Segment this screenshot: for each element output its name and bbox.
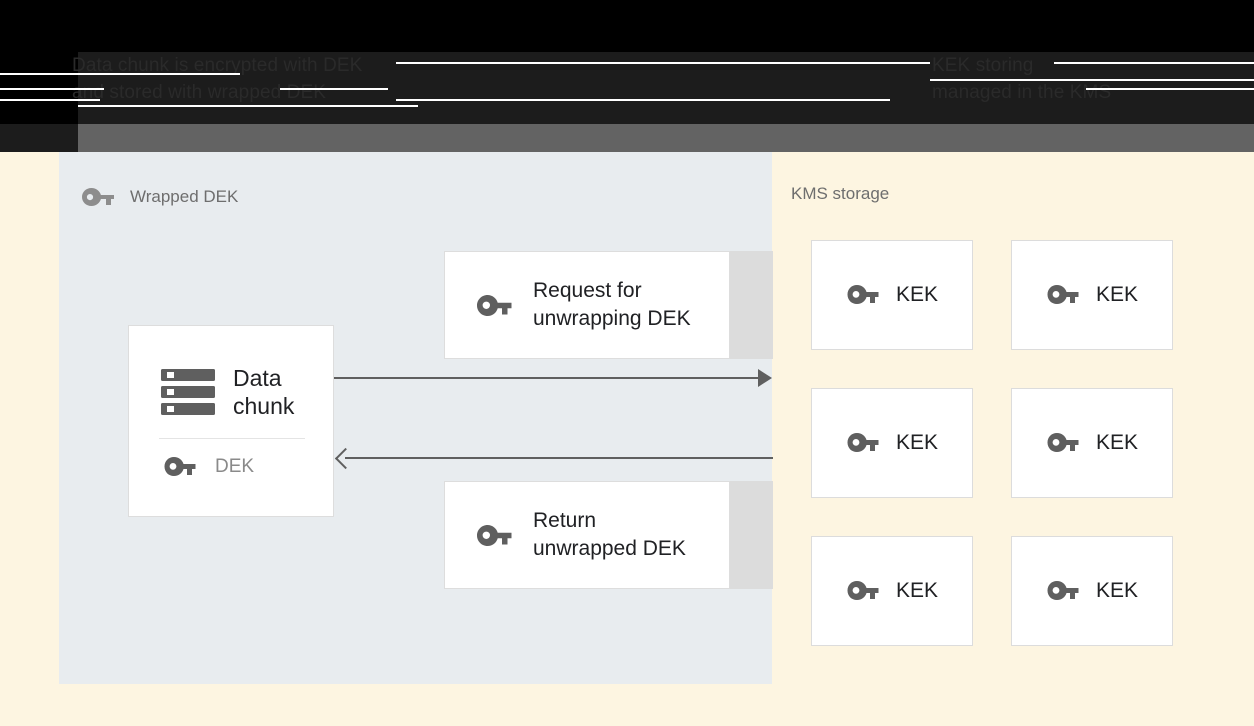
key-icon bbox=[79, 184, 116, 210]
scanline-artifact bbox=[78, 99, 100, 101]
storage-icon bbox=[161, 367, 215, 417]
scanline-artifact bbox=[396, 62, 930, 64]
key-icon bbox=[846, 431, 880, 455]
request-arrow-head bbox=[758, 369, 772, 387]
banner-right-caption: KEK storing managed in the KMS bbox=[932, 55, 1112, 103]
data-chunk-header: Data chunk bbox=[129, 364, 333, 420]
top-black-bar bbox=[0, 0, 1254, 52]
scanline-artifact bbox=[1054, 62, 1254, 64]
key-icon bbox=[846, 283, 880, 307]
request-card-edge bbox=[730, 251, 773, 359]
kek-box[interactable]: KEK bbox=[811, 536, 973, 646]
key-icon bbox=[475, 522, 513, 549]
scanline-artifact bbox=[930, 79, 1254, 81]
scanline-artifact bbox=[0, 88, 104, 90]
wrapped-dek-panel-title: Wrapped DEK bbox=[79, 184, 238, 210]
kek-box[interactable]: KEK bbox=[811, 388, 973, 498]
kek-label: KEK bbox=[895, 579, 939, 602]
kek-label: KEK bbox=[895, 431, 939, 454]
kek-label: KEK bbox=[1095, 431, 1139, 454]
scanline-artifact bbox=[1086, 88, 1254, 90]
return-message-card[interactable]: Return unwrapped DEK bbox=[444, 481, 730, 589]
scanline-artifact bbox=[78, 105, 418, 107]
key-icon bbox=[1046, 283, 1080, 307]
data-chunk-label: Data chunk bbox=[233, 364, 295, 419]
key-icon bbox=[163, 455, 197, 479]
request-message-label: Request for unwrapping DEK bbox=[533, 279, 691, 330]
kek-box[interactable]: KEK bbox=[1011, 240, 1173, 350]
kek-label: KEK bbox=[1095, 283, 1139, 306]
grey-band bbox=[0, 124, 1254, 152]
kek-label: KEK bbox=[1095, 579, 1139, 602]
diagram-canvas: Wrapped DEK KMS storage Data chunk bbox=[0, 152, 1254, 726]
kms-storage-panel-title: KMS storage bbox=[791, 184, 889, 204]
key-icon bbox=[475, 292, 513, 319]
grey-band-notch bbox=[0, 124, 78, 152]
scanline-artifact bbox=[396, 99, 890, 101]
key-icon bbox=[1046, 431, 1080, 455]
kek-label: KEK bbox=[895, 283, 939, 306]
panel-title-label: KMS storage bbox=[791, 184, 890, 203]
kek-box[interactable]: KEK bbox=[1011, 536, 1173, 646]
return-arrow-line bbox=[345, 457, 773, 459]
banner-left-caption: Data chunk is encrypted with DEK and sto… bbox=[72, 55, 363, 103]
panel-title-label: Wrapped DEK bbox=[130, 187, 239, 206]
scanline-artifact bbox=[0, 99, 82, 101]
kek-box[interactable]: KEK bbox=[811, 240, 973, 350]
request-arrow-line bbox=[334, 377, 766, 379]
request-message-card[interactable]: Request for unwrapping DEK bbox=[444, 251, 730, 359]
data-chunk-card[interactable]: Data chunk DEK bbox=[128, 325, 334, 517]
dek-label: DEK bbox=[215, 455, 255, 477]
key-icon bbox=[846, 579, 880, 603]
key-icon bbox=[1046, 579, 1080, 603]
dek-row: DEK bbox=[129, 455, 333, 479]
scanline-artifact bbox=[280, 88, 388, 90]
kek-box[interactable]: KEK bbox=[1011, 388, 1173, 498]
return-message-label: Return unwrapped DEK bbox=[533, 509, 686, 560]
scanline-artifact bbox=[0, 73, 240, 75]
card-divider bbox=[159, 437, 305, 439]
return-card-edge bbox=[730, 481, 773, 589]
